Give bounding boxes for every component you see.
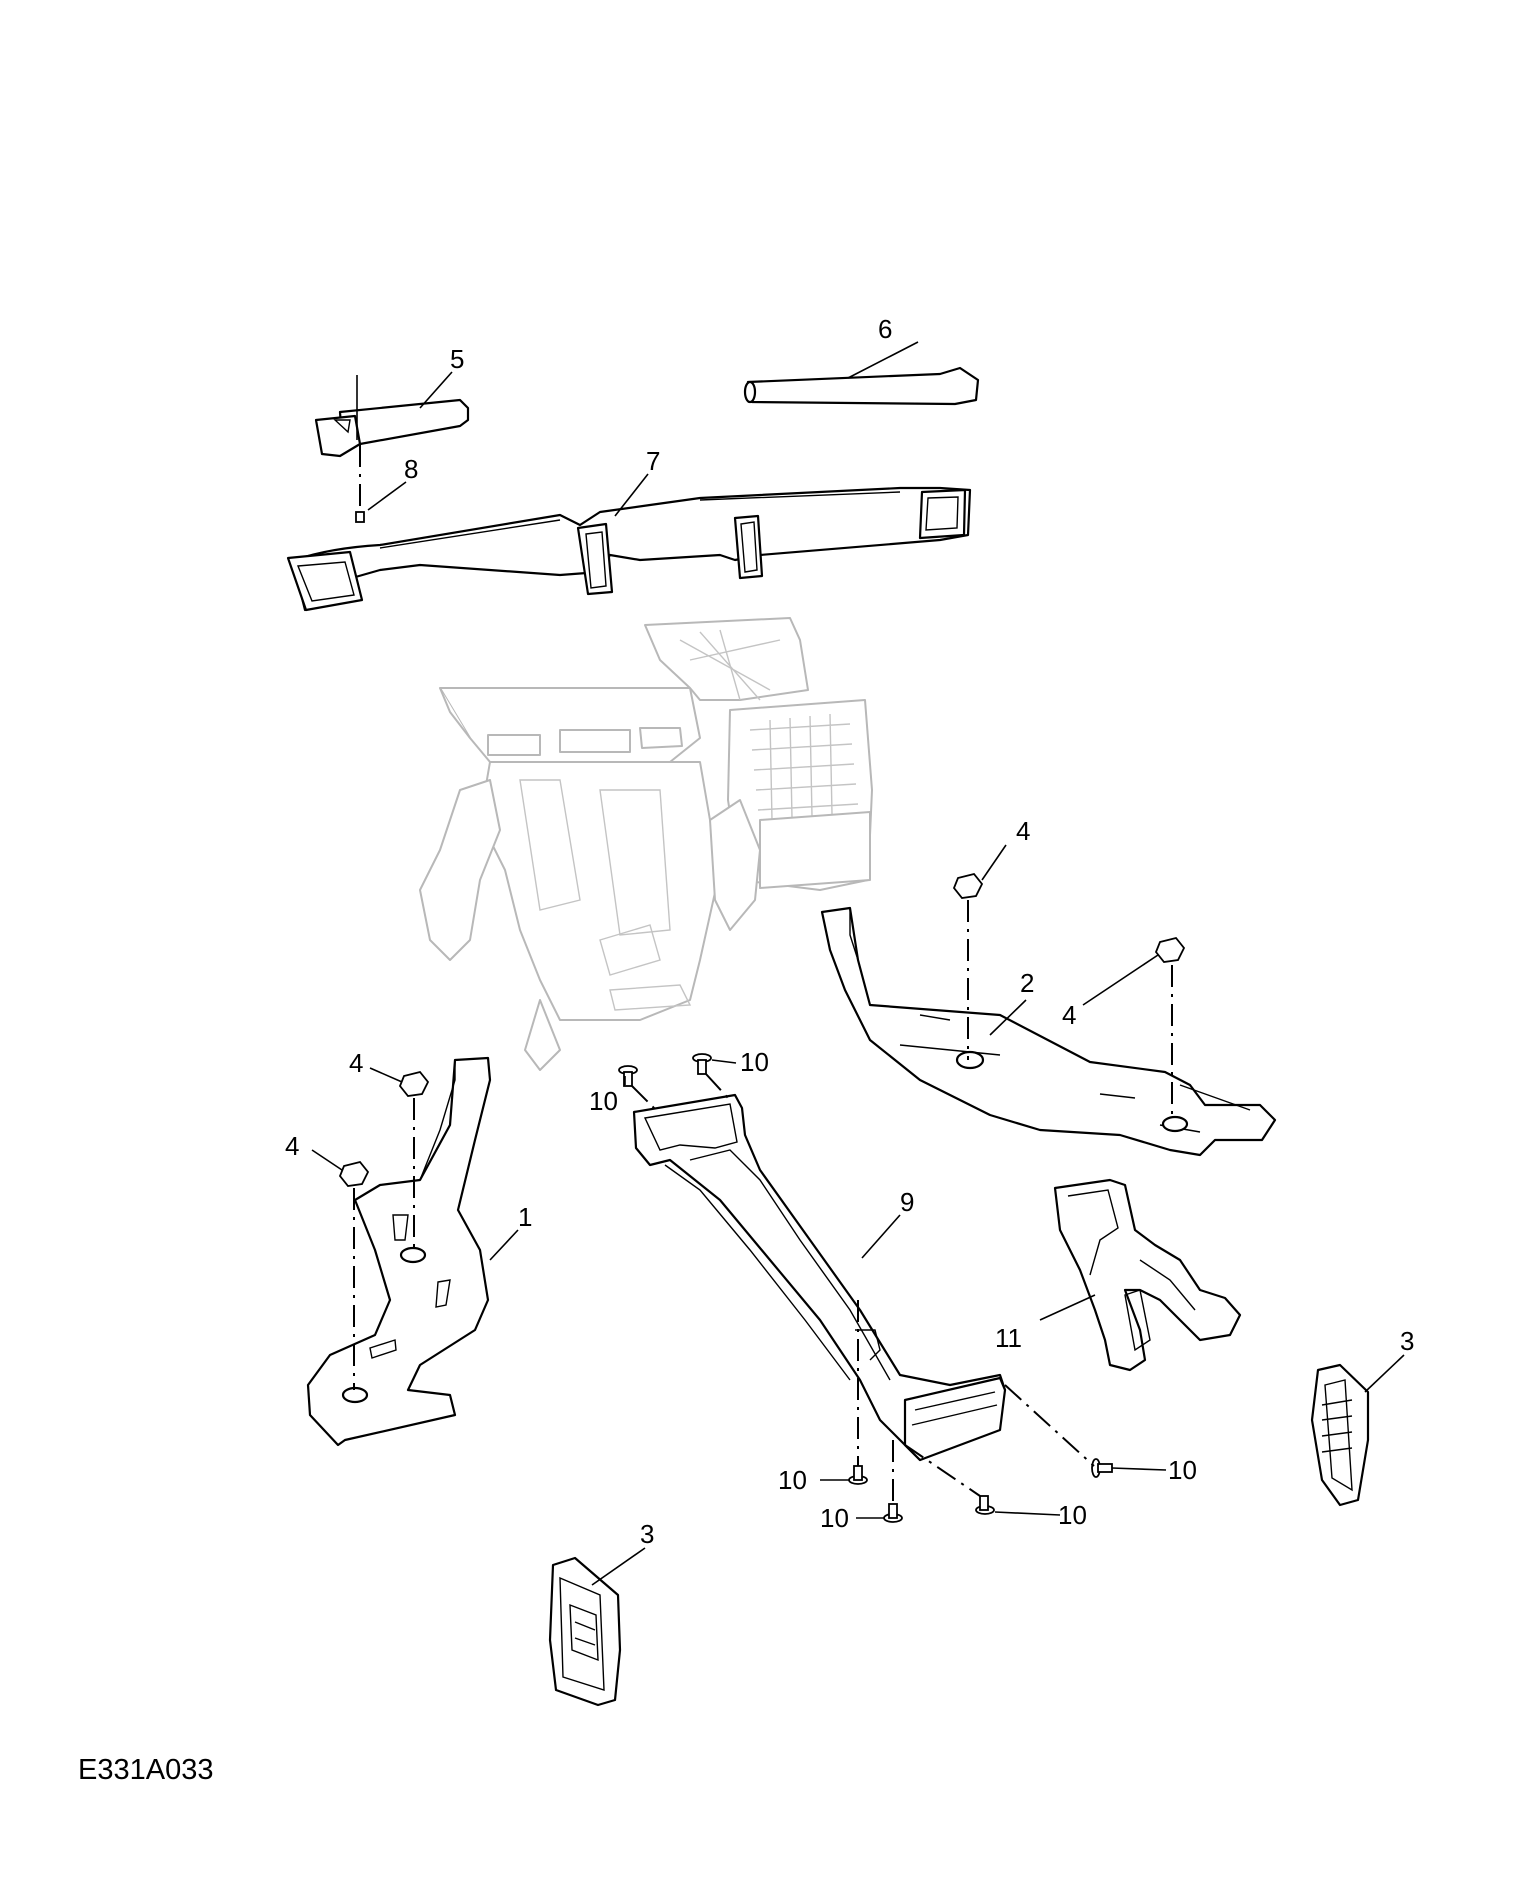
part-8-screw: [355, 445, 365, 523]
nut-4-c: [398, 1070, 430, 1250]
callout-10-d: 10: [820, 1503, 849, 1533]
part-1-left-floor-duct: [306, 1056, 492, 1447]
clip-10-c: [848, 1300, 868, 1485]
callout-10-c: 10: [778, 1465, 807, 1495]
part-5-left-outlet-tube: [314, 375, 470, 458]
nut-4-d: [338, 1160, 370, 1390]
fasteners: [338, 872, 1186, 1523]
clip-10-e: [904, 1444, 995, 1515]
callout-3-lower: 3: [640, 1519, 654, 1549]
callout-10-f: 10: [1168, 1455, 1197, 1485]
callout-5: 5: [450, 344, 464, 374]
callout-10-a: 10: [740, 1047, 769, 1077]
part-3-vent-grille-right: [1310, 1363, 1370, 1507]
hvac-housing: [419, 617, 873, 1071]
callouts: 1 2 3 3 4 4 4 4 5 6 7 8 9 10 10 10 10 10…: [285, 314, 1414, 1549]
part-6-right-outlet-tube: [743, 366, 980, 406]
callout-2: 2: [1020, 968, 1034, 998]
callout-7: 7: [646, 446, 660, 476]
part-7-upper-vent-duct: [286, 486, 972, 612]
callout-4-a: 4: [1016, 816, 1030, 846]
figure-code: E331A033: [78, 1754, 213, 1786]
callout-8: 8: [404, 454, 418, 484]
callout-4-b: 4: [1062, 1000, 1076, 1030]
callout-6: 6: [878, 314, 892, 344]
part-9-centre-duct: [632, 1093, 1007, 1462]
part-2-right-floor-duct: [820, 906, 1277, 1157]
callout-4-d: 4: [285, 1131, 299, 1161]
leader-lines: [311, 341, 1405, 1586]
callout-9: 9: [900, 1187, 914, 1217]
callout-4-c: 4: [349, 1048, 363, 1078]
clip-10-d: [883, 1440, 903, 1523]
clip-10-a: [618, 1065, 659, 1113]
part-3-vent-grille-lower: [548, 1556, 622, 1707]
callout-10-b: 10: [589, 1086, 618, 1116]
callout-10-e: 10: [1058, 1500, 1087, 1530]
callout-11: 11: [995, 1323, 1022, 1353]
nut-4-b: [1154, 936, 1186, 1120]
part-11-vent-bracket: [1053, 1178, 1242, 1372]
nut-4-a: [952, 872, 984, 1060]
clip-10-f: [1004, 1384, 1113, 1478]
callout-1: 1: [518, 1202, 532, 1232]
callout-3-right: 3: [1400, 1326, 1414, 1356]
clip-10-b: [692, 1053, 729, 1099]
